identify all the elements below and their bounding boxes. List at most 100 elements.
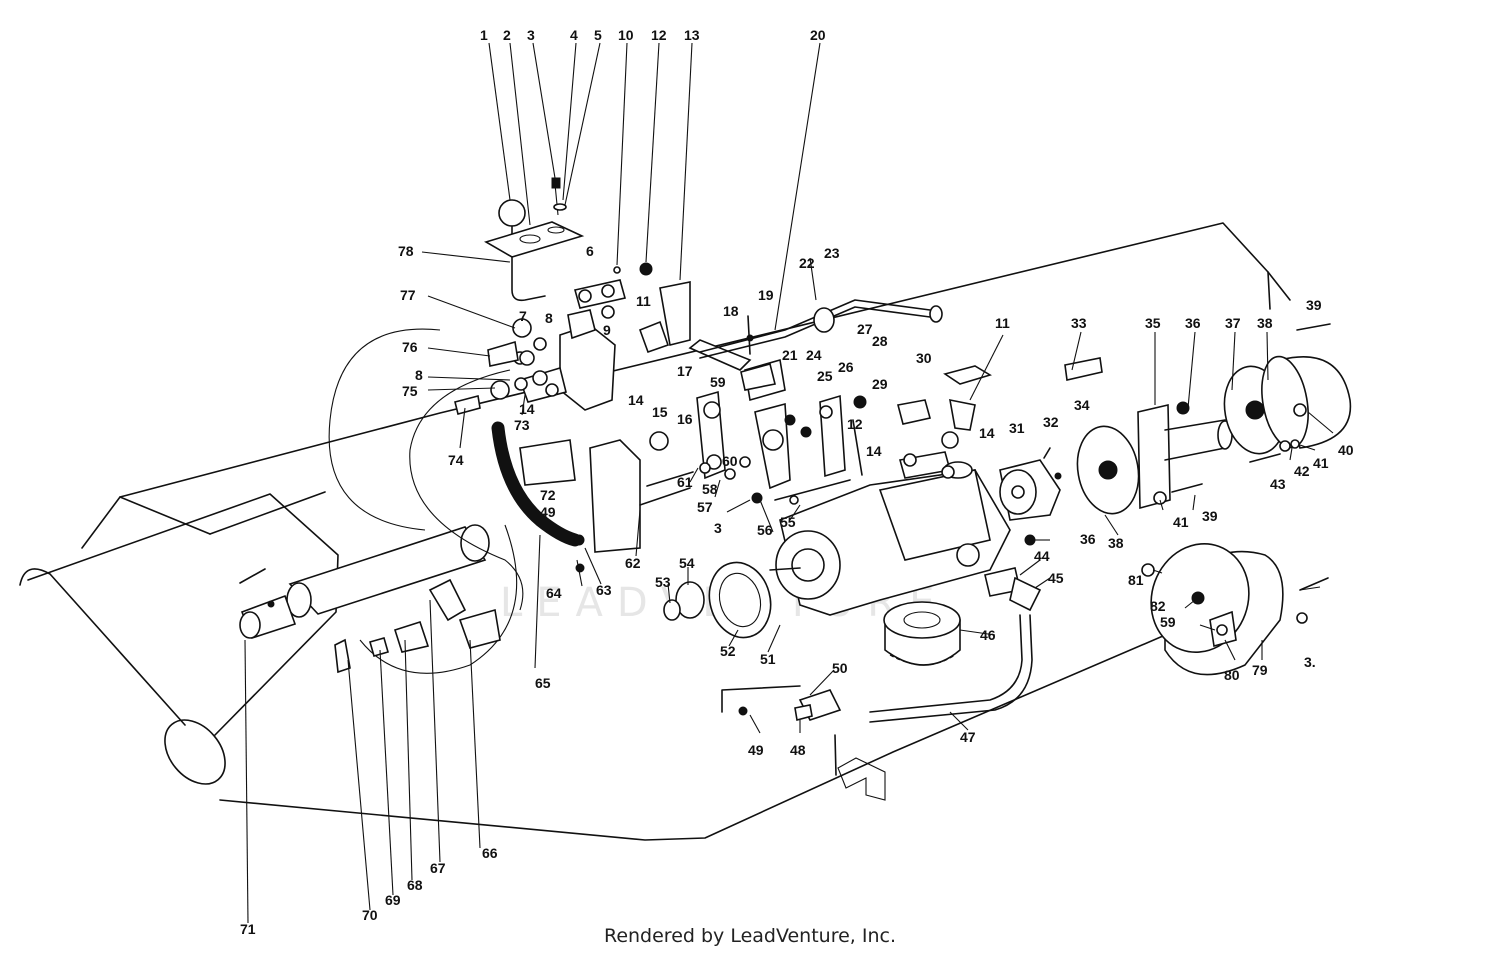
callout-65: 65 (535, 675, 551, 691)
callout-36: 36 (1185, 315, 1201, 331)
callout-11: 11 (636, 293, 651, 309)
callout-14: 14 (628, 392, 644, 408)
callout-9: 9 (603, 322, 611, 338)
callout-49: 49 (540, 504, 556, 520)
callout-39: 39 (1306, 297, 1322, 313)
callout-10: 10 (618, 27, 634, 43)
callout-81: 81 (1128, 572, 1144, 588)
callout-8: 8 (545, 310, 553, 326)
callout-41: 41 (1313, 455, 1329, 471)
callout-73: 73 (514, 417, 530, 433)
callout-36: 36 (1080, 531, 1096, 547)
callout-14: 14 (979, 425, 995, 441)
callout-labels: 1 2 3 4 5 10 12 13 20 78 6 23 22 18 19 7… (240, 27, 1354, 937)
callout-58: 58 (702, 481, 718, 497)
callout-44: 44 (1034, 548, 1050, 564)
hydrostatic-pump (769, 451, 1011, 616)
callout-40: 40 (1338, 442, 1354, 458)
callout-7: 7 (519, 308, 527, 324)
roller-tube (19, 493, 339, 785)
callout-59: 59 (710, 374, 726, 390)
callout-21: 21 (782, 347, 798, 363)
callout-13: 13 (684, 27, 700, 43)
callout-54: 54 (679, 555, 695, 571)
control-valve (513, 279, 752, 553)
callout-82: 82 (1150, 598, 1166, 614)
callout-50: 50 (832, 660, 848, 676)
callout-3: 3. (1304, 654, 1316, 670)
callout-76: 76 (402, 339, 418, 355)
hardware-items (454, 262, 1331, 716)
callout-20: 20 (810, 27, 826, 43)
callout-47: 47 (960, 729, 976, 745)
callout-30: 30 (916, 350, 932, 366)
callout-2: 2 (503, 27, 511, 43)
callout-59: 59 (1160, 614, 1176, 630)
callout-80: 80 (1224, 667, 1240, 683)
callout-57: 57 (697, 499, 713, 515)
callout-25: 25 (817, 368, 833, 384)
tube-line (699, 299, 943, 359)
oil-filter (883, 601, 961, 666)
callout-22: 22 (799, 255, 815, 271)
callout-60: 60 (722, 453, 738, 469)
callout-62: 62 (625, 555, 641, 571)
belt-guard (1150, 542, 1284, 676)
callout-56: 56 (757, 522, 773, 538)
callout-49: 49 (748, 742, 764, 758)
callout-5: 5 (594, 27, 602, 43)
callout-11: 11 (995, 315, 1010, 331)
callout-42: 42 (1294, 463, 1310, 479)
callout-55: 55 (780, 514, 796, 530)
callout-28: 28 (872, 333, 888, 349)
callout-31: 31 (1009, 420, 1025, 436)
callout-23: 23 (824, 245, 840, 261)
callout-53: 53 (655, 574, 671, 590)
callout-38: 38 (1108, 535, 1124, 551)
callout-16: 16 (677, 411, 693, 427)
callout-4: 4 (570, 27, 578, 43)
pulley-assembly (999, 355, 1352, 521)
callout-75: 75 (402, 383, 418, 399)
callout-74: 74 (448, 452, 464, 468)
callout-78: 78 (398, 243, 414, 259)
footer-credit: Rendered by LeadVenture, Inc. (603, 925, 897, 947)
callout-70: 70 (362, 907, 378, 923)
callout-14: 14 (519, 401, 535, 417)
callout-51: 51 (760, 651, 776, 667)
callout-39: 39 (1202, 508, 1218, 524)
callout-71: 71 (240, 921, 256, 937)
callout-41: 41 (1173, 514, 1189, 530)
callout-63: 63 (596, 582, 612, 598)
callout-46: 46 (980, 627, 996, 643)
callout-72: 72 (540, 487, 556, 503)
callout-8: 8 (415, 367, 423, 383)
callout-38: 38 (1257, 315, 1273, 331)
callout-37: 37 (1225, 315, 1241, 331)
callout-79: 79 (1252, 662, 1268, 678)
callout-45: 45 (1048, 570, 1064, 586)
callout-14: 14 (866, 443, 882, 459)
callout-61: 61 (677, 474, 693, 490)
callout-67: 67 (430, 860, 446, 876)
callout-32: 32 (1043, 414, 1059, 430)
leader-lines (244, 42, 1334, 924)
callout-3: 3 (714, 520, 722, 536)
callout-29: 29 (872, 376, 888, 392)
callout-68: 68 (407, 877, 423, 893)
callout-12: 12 (847, 416, 863, 432)
callout-19: 19 (758, 287, 774, 303)
callout-1: 1 (480, 27, 488, 43)
callout-43: 43 (1270, 476, 1286, 492)
fittings-and-tube (721, 567, 1042, 723)
callout-18: 18 (723, 303, 739, 319)
callout-6: 6 (586, 243, 594, 259)
callout-35: 35 (1145, 315, 1161, 331)
callout-77: 77 (400, 287, 416, 303)
cylinder-fittings (334, 578, 501, 674)
callout-33: 33 (1071, 315, 1087, 331)
control-lever (484, 177, 585, 302)
callout-52: 52 (720, 643, 736, 659)
